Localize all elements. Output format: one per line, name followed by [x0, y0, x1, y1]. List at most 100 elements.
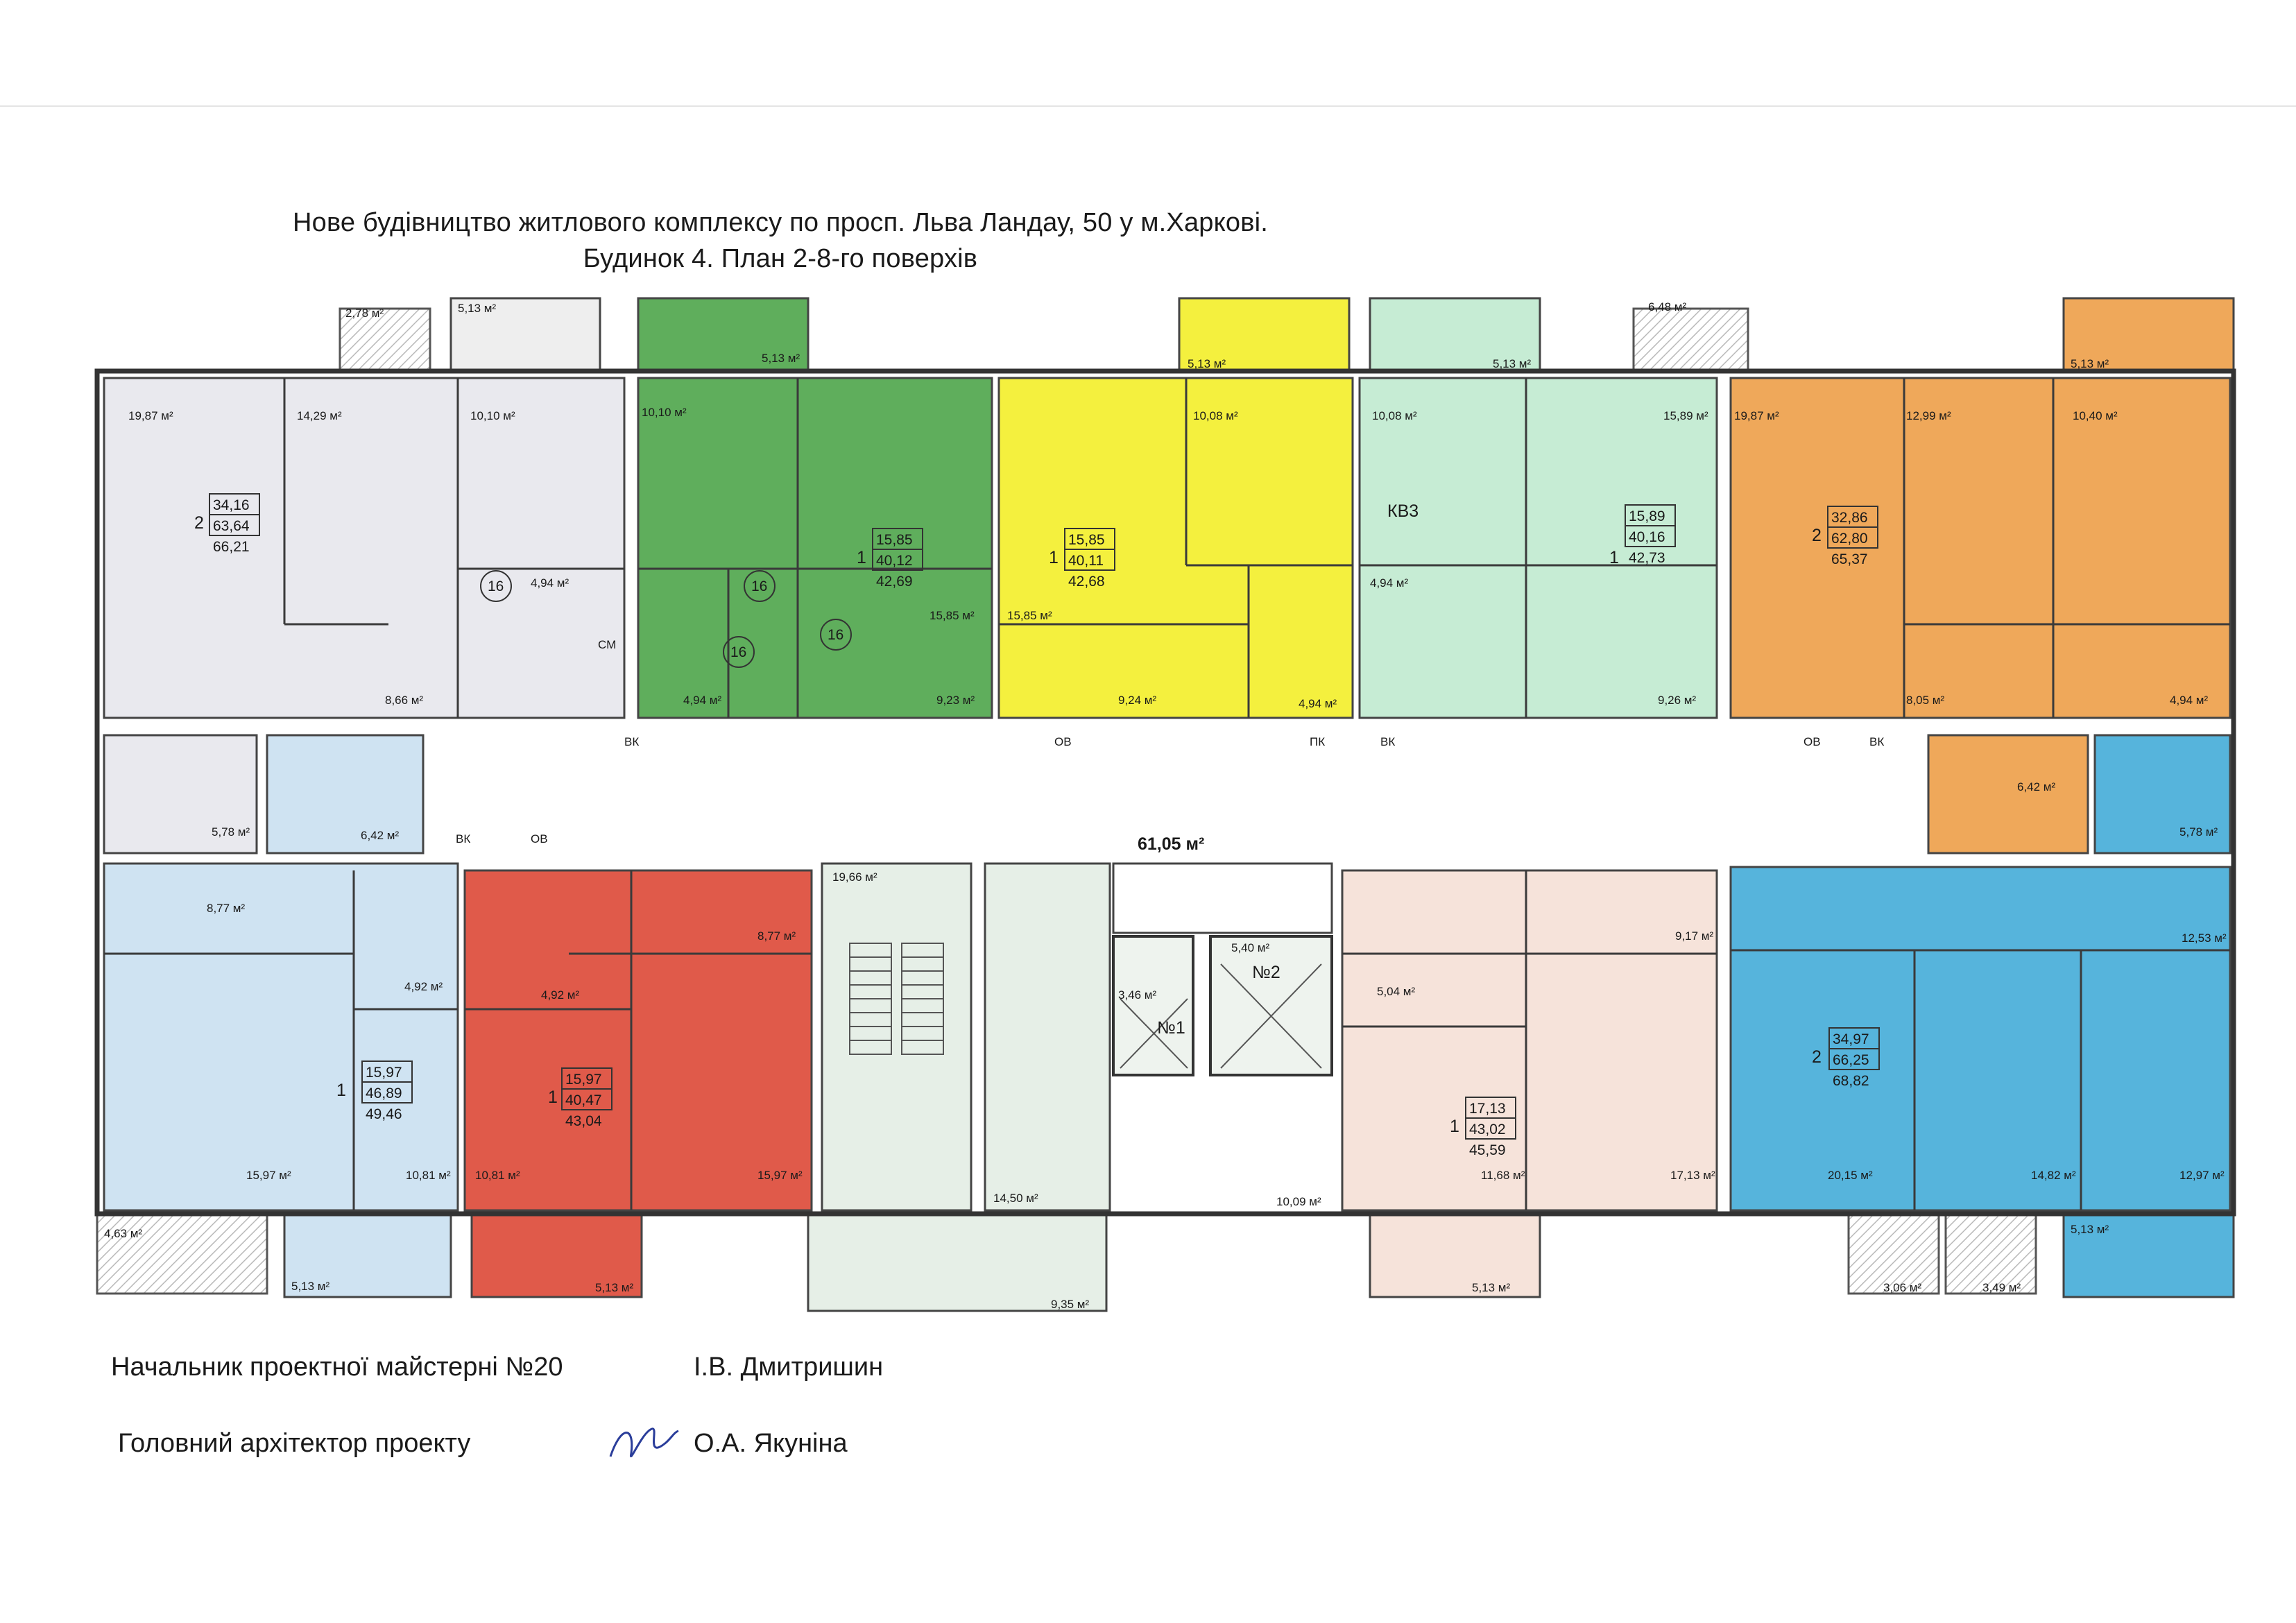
apartment-summary: 2 34,16 63,64 66,21: [194, 493, 260, 555]
balcony-lightblue: [283, 1212, 452, 1298]
name-head-of-workshop: І.В. Дмитришин: [694, 1352, 884, 1382]
stairwell: [821, 862, 973, 1212]
area-label: 17,13 м²: [1670, 1169, 1715, 1182]
apt-zone-yellow: [997, 377, 1354, 719]
area-label: 5,13 м²: [595, 1281, 633, 1294]
area-label: 14,29 м²: [297, 409, 342, 422]
room-number: 16: [828, 627, 843, 643]
lobby-small: [1112, 862, 1333, 934]
apt-zone-lightblue: [103, 862, 459, 1212]
room-count: 2: [1812, 1047, 1822, 1067]
balcony-blue: [2062, 1212, 2235, 1298]
total-area-k: 68,82: [1833, 1073, 1869, 1089]
area-label: 5,13 м²: [1188, 357, 1226, 370]
area-label: 5,13 м²: [2071, 357, 2109, 370]
area-label: 2,78 м²: [345, 307, 384, 320]
area-label: 12,97 м²: [2179, 1169, 2225, 1182]
area-label: 12,99 м²: [1906, 409, 1951, 422]
area-label: 15,97 м²: [246, 1169, 291, 1182]
total-area-k: 66,21: [213, 539, 250, 555]
area-label: 4,94 м²: [683, 694, 721, 707]
area-label: 4,63 м²: [104, 1227, 142, 1240]
apt-zone-blue: [1729, 866, 2231, 1212]
role-chief-architect: Головний архітектор проекту: [118, 1429, 471, 1458]
area-label: 9,35 м²: [1051, 1298, 1089, 1311]
area-label: 8,05 м²: [1906, 694, 1944, 707]
room-count: 1: [1049, 548, 1059, 567]
apt-zone-pink: [1341, 869, 1718, 1212]
balcony-stair: [807, 1212, 1108, 1312]
area-label: 4,92 м²: [404, 980, 443, 993]
hall-area-label: 61,05 м²: [1138, 834, 1204, 854]
apartment-summary: 2 34,97 66,25 68,82: [1812, 1027, 1880, 1089]
total-area: 40,16: [1629, 529, 1665, 545]
living-area: 15,85: [876, 532, 913, 548]
total-area: 40,12: [876, 553, 913, 569]
area-label: 15,85 м²: [929, 609, 975, 622]
area-label: 5,13 м²: [1472, 1281, 1510, 1294]
area-label: 11,68 м²: [1481, 1169, 1525, 1182]
living-area: 34,16: [213, 497, 250, 513]
area-label: 19,66 м²: [832, 870, 877, 884]
area-label: 10,81 м²: [406, 1169, 451, 1182]
area-label: 3,06 м²: [1883, 1281, 1921, 1294]
room-number: 16: [751, 578, 767, 594]
area-label: 5,78 м²: [212, 825, 250, 839]
apartment-summary: 1 17,13 43,02 45,59: [1450, 1097, 1516, 1158]
tag-ov: ОВ: [531, 832, 548, 845]
room-count: 1: [857, 548, 866, 567]
balcony-hatched-2: [1632, 307, 1749, 379]
area-label: 9,26 м²: [1658, 694, 1696, 707]
apartment-summary: 1 15,85 40,11 42,68: [1049, 528, 1115, 590]
total-area: 46,89: [366, 1085, 402, 1101]
room-grey-storage: [103, 734, 258, 855]
elevator-shaft-2: [1209, 935, 1333, 1076]
elevator-1-label: №1: [1157, 1018, 1185, 1038]
living-area: 15,97: [366, 1065, 402, 1081]
balcony-hatched-1: [339, 307, 431, 379]
apartment-summary: 1 15,89 40,16 42,73: [1609, 504, 1676, 567]
top-rule: [0, 105, 2296, 107]
elevator-cross-1: [1120, 998, 1188, 1069]
living-area: 32,86: [1831, 510, 1868, 526]
tag-pk: ПК: [1310, 735, 1325, 748]
tag-vk: ВК: [456, 832, 470, 845]
elevator-cross-2: [1220, 963, 1322, 1069]
total-area-k: 45,59: [1469, 1142, 1506, 1158]
total-area-k: 42,69: [876, 574, 913, 590]
area-label: 4,92 м²: [541, 988, 579, 1002]
utility-tags: ВК ОВ ПК ВК ОВ ВК ВК ОВ СМ: [456, 638, 1884, 845]
area-label: 9,17 м²: [1675, 929, 1713, 943]
area-label: 10,08 м²: [1193, 409, 1238, 422]
area-label: 10,08 м²: [1372, 409, 1417, 422]
area-label: 12,53 м²: [2182, 931, 2227, 945]
area-label: 10,09 м²: [1276, 1195, 1321, 1208]
total-area-k: 42,68: [1068, 574, 1105, 590]
living-area: 17,13: [1469, 1101, 1506, 1117]
apt-zone-grey: [103, 377, 626, 719]
room-count: 1: [1609, 548, 1619, 567]
balcony-grey: [449, 297, 601, 379]
tag-ov: ОВ: [1054, 735, 1072, 748]
apartment-summaries: 2 34,16 63,64 66,21 1 15,85 40,12 42,69 …: [194, 493, 1880, 1158]
tag-vk: ВК: [1380, 735, 1395, 748]
plan-title: Нове будівництво житлового комплексу по …: [293, 208, 1268, 237]
total-area: 66,25: [1833, 1052, 1869, 1068]
area-label: 3,49 м²: [1982, 1281, 2021, 1294]
lift-lobby: [984, 862, 1111, 1212]
area-label: 15,97 м²: [757, 1169, 803, 1182]
area-label: 5,13 м²: [762, 352, 800, 365]
area-label: 14,82 м²: [2031, 1169, 2076, 1182]
room-count: 1: [548, 1088, 558, 1107]
living-area: 15,85: [1068, 532, 1105, 548]
area-label: 19,87 м²: [128, 409, 173, 422]
apt-zone-red: [463, 869, 813, 1212]
area-label: 20,15 м²: [1828, 1169, 1873, 1182]
area-label: 19,87 м²: [1734, 409, 1779, 422]
total-area-k: 49,46: [366, 1106, 402, 1122]
room-count: 1: [336, 1081, 346, 1100]
area-label: 5,13 м²: [458, 302, 496, 315]
area-label: 6,42 м²: [2017, 780, 2055, 793]
living-area: 15,89: [1629, 508, 1665, 524]
